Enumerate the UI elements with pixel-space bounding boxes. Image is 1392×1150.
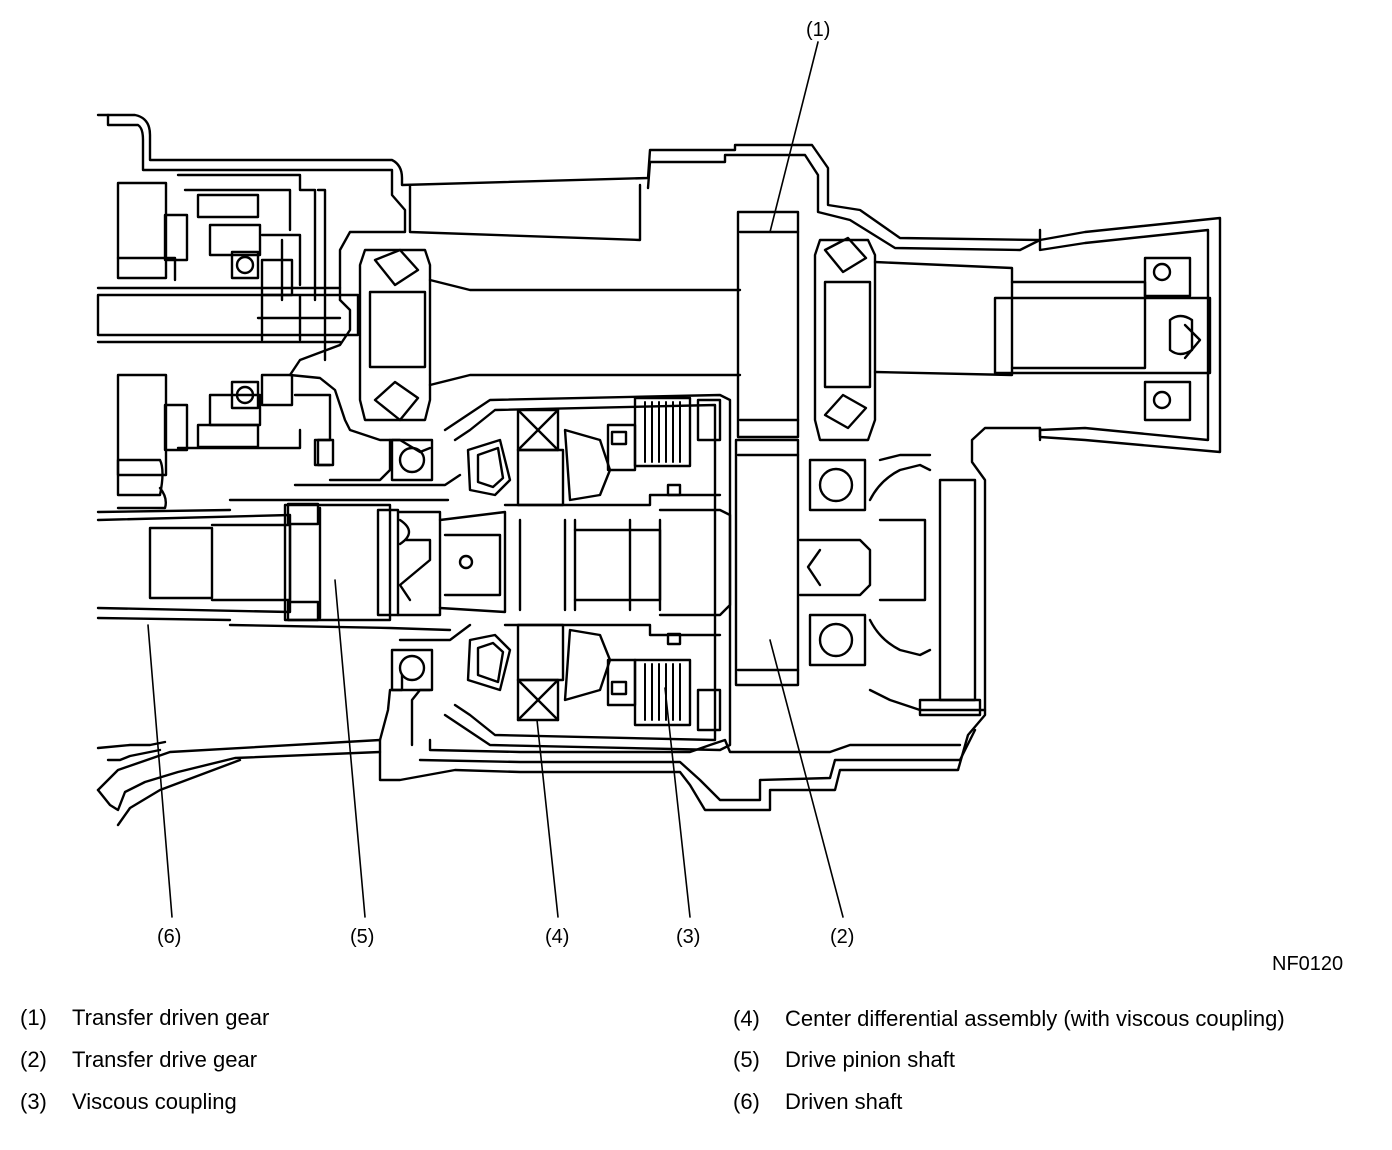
drive-pinion-shaft	[98, 504, 730, 620]
callout-5: (5)	[350, 926, 375, 948]
leader-line-3	[665, 688, 690, 917]
center-differential-assembly	[445, 395, 730, 750]
upper-shaft	[98, 262, 1210, 385]
legend-number: (4)	[733, 1006, 760, 1031]
callout-1: (1)	[806, 19, 831, 41]
transmission-housing	[98, 115, 1220, 825]
front-taper-bearing	[360, 250, 430, 420]
legend-text: Transfer driven gear	[72, 1005, 270, 1030]
legend-number: (6)	[733, 1089, 760, 1114]
viscous-coupling	[608, 398, 720, 730]
callout-2: (2)	[830, 926, 855, 948]
callout-4: (4)	[545, 926, 570, 948]
rear-ball-bearings	[800, 455, 985, 715]
front-bearing-wall	[230, 300, 470, 690]
transfer-driven-gear	[738, 212, 798, 437]
transfer-drive-gear	[736, 440, 798, 685]
leader-line-6	[148, 625, 172, 917]
legend-text: Transfer drive gear	[72, 1047, 258, 1072]
upper-synchronizer	[118, 175, 333, 508]
legend-number: (3)	[20, 1089, 47, 1114]
legend-number: (1)	[20, 1005, 47, 1030]
legend-text: Viscous coupling	[72, 1089, 237, 1114]
legend-number: (5)	[733, 1047, 760, 1072]
leader-lines	[148, 42, 843, 917]
callout-6: (6)	[157, 926, 182, 948]
leader-line-2	[770, 640, 843, 917]
legend-number: (2)	[20, 1047, 47, 1072]
figure-code: NF0120	[1272, 953, 1344, 975]
leader-line-1	[770, 42, 818, 232]
leader-line-4	[537, 720, 558, 917]
legend-text: Center differential assembly (with visco…	[785, 1006, 1285, 1031]
legend-text: Driven shaft	[785, 1089, 903, 1114]
callout-3: (3)	[676, 926, 701, 948]
rear-taper-bearing	[815, 230, 1190, 440]
legend-text: Drive pinion shaft	[785, 1047, 955, 1072]
leader-line-5	[335, 580, 365, 917]
